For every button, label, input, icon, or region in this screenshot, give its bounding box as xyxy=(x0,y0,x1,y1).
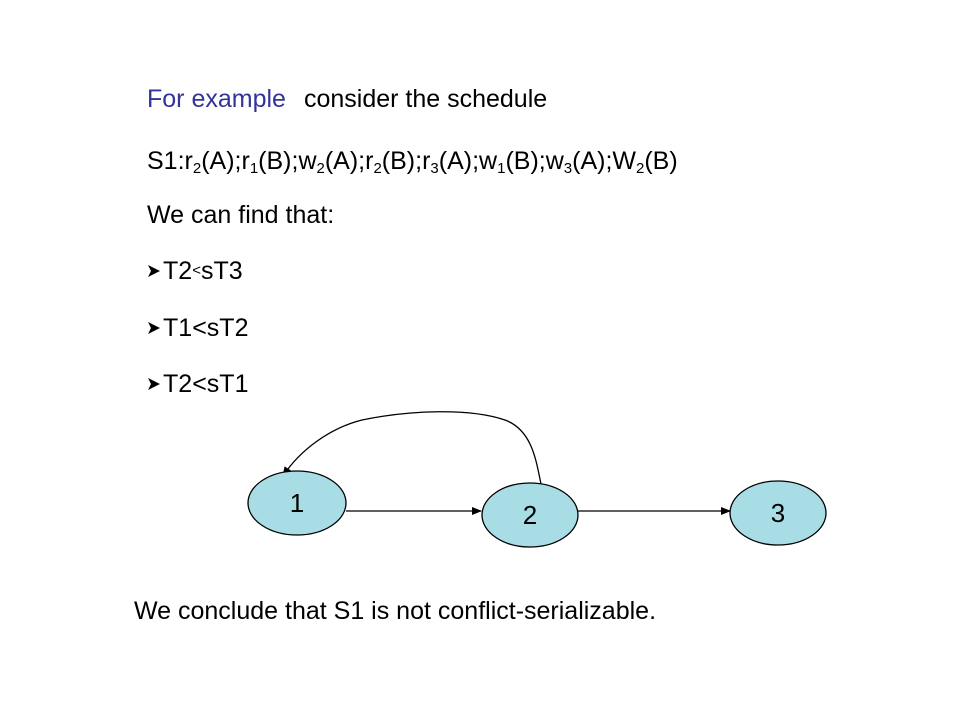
intro-line: For example consider the schedule xyxy=(147,84,547,114)
arrow-bullet-icon xyxy=(147,264,161,278)
schedule-op: w xyxy=(479,147,498,175)
schedule-op-item: (B); xyxy=(505,147,546,175)
bullet-rel: < xyxy=(192,370,207,398)
intro-lead: For example xyxy=(147,85,286,113)
schedule-op: w xyxy=(298,147,317,175)
intro-rest: consider the schedule xyxy=(303,85,548,113)
graph-node-2: 2 xyxy=(481,482,579,548)
schedule-op-item: (B); xyxy=(381,147,423,175)
graph-node-1: 1 xyxy=(247,470,347,536)
schedule-op-tx: 1 xyxy=(497,160,506,177)
bullet-rel: < xyxy=(192,314,207,342)
schedule-op-tx: 2 xyxy=(636,160,645,177)
bullet-right: sT1 xyxy=(206,370,249,398)
schedule-op-tx: 2 xyxy=(373,160,382,177)
find-label: We can find that: xyxy=(147,201,335,229)
graph-node-3: 3 xyxy=(729,480,827,546)
conclusion-text: We conclude that S1 is not conflict-seri… xyxy=(134,597,657,625)
node-label-2: 2 xyxy=(523,500,537,530)
schedule-op: r xyxy=(241,147,250,175)
bullet-left: T2 xyxy=(163,370,193,398)
node-label-1: 1 xyxy=(290,488,304,518)
schedule-op-item: (A); xyxy=(324,147,366,175)
bullet-left: T2 xyxy=(163,257,193,285)
schedule-op-item: (A); xyxy=(201,147,242,175)
schedule-op-tx: 2 xyxy=(192,160,202,177)
schedule-op-tx: 3 xyxy=(430,160,439,177)
schedule-op: r xyxy=(184,147,193,175)
arrow-bullet-icon xyxy=(147,377,161,391)
schedule-ops: r2(A);r1(B);w2(A);r2(B);r3(A);w1(B);w3(A… xyxy=(184,147,678,177)
bullet-rel: < xyxy=(192,262,201,279)
bullet-item-1: T2<sT3 xyxy=(147,256,243,286)
schedule-op-tx: 2 xyxy=(316,160,325,177)
bullet-item-2: T1<sT2 xyxy=(147,313,248,343)
schedule-op: r xyxy=(422,147,431,175)
bullet-right: sT3 xyxy=(200,257,243,285)
bullet-left: T1 xyxy=(163,314,193,342)
schedule-op: r xyxy=(365,147,374,175)
schedule-op-item: (B) xyxy=(644,147,678,175)
schedule-name: S1: xyxy=(147,147,185,175)
schedule-op-item: (A); xyxy=(572,147,613,175)
bullet-right: sT2 xyxy=(206,314,249,342)
schedule-op: W xyxy=(612,147,637,175)
schedule-op: w xyxy=(545,147,564,175)
schedule-op-tx: 1 xyxy=(249,160,259,177)
schedule-line: S1:r2(A);r1(B);w2(A);r2(B);r3(A);w1(B);w… xyxy=(147,146,678,176)
bullet-item-3: T2<sT1 xyxy=(147,369,248,399)
schedule-op-tx: 3 xyxy=(563,160,573,177)
arrow-bullet-icon xyxy=(147,321,161,335)
schedule-op-item: (B); xyxy=(258,147,299,175)
edge-2-to-1 xyxy=(282,411,542,485)
node-label-3: 3 xyxy=(771,498,785,528)
schedule-op-item: (A); xyxy=(438,147,480,175)
